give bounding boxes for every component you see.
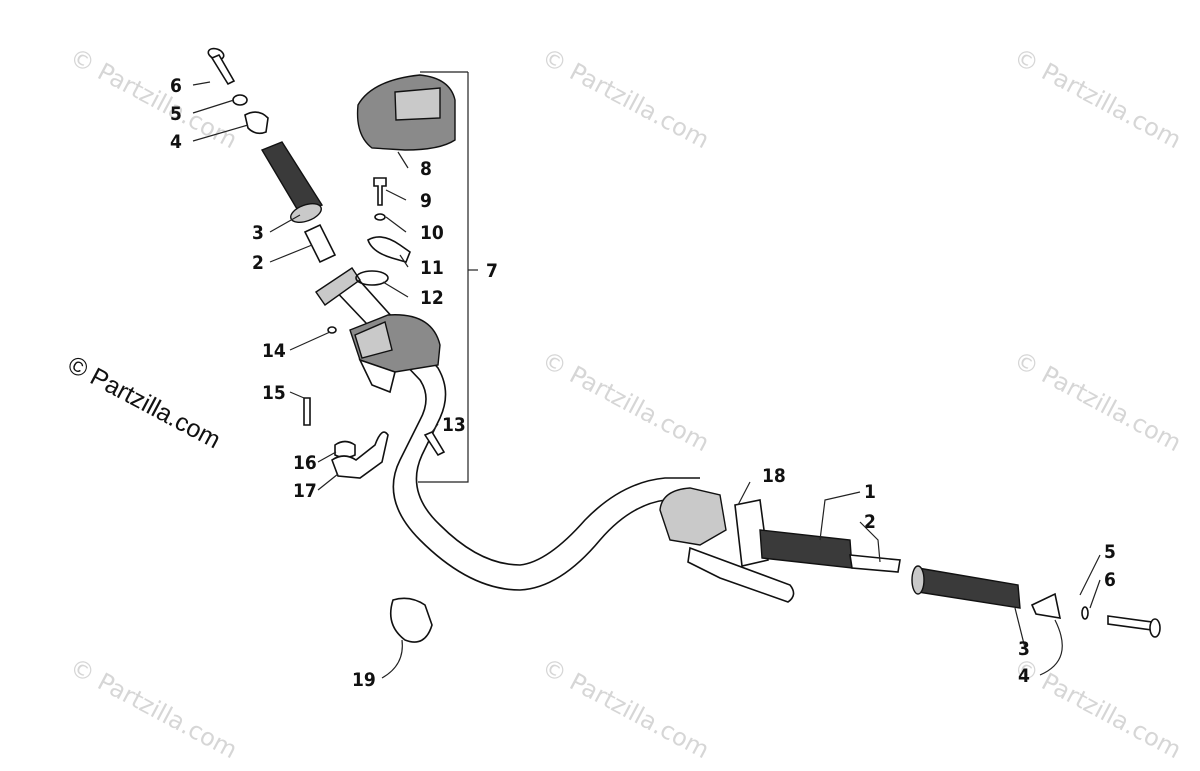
washer-10 bbox=[374, 213, 386, 221]
leader-lines bbox=[192, 71, 1101, 679]
throttle-housing-group bbox=[303, 74, 456, 479]
screw-15 bbox=[303, 397, 311, 426]
watermark: © Partzilla.com bbox=[1009, 653, 1186, 765]
clamp-16 bbox=[334, 440, 356, 459]
callout-19: 19 bbox=[352, 669, 376, 691]
washer-5-left bbox=[232, 94, 248, 106]
callout-13: 13 bbox=[442, 414, 466, 436]
throttle-sleeve-2-left bbox=[303, 223, 337, 264]
spring-12 bbox=[355, 270, 389, 286]
callout-1: 1 bbox=[864, 481, 876, 503]
washer-5-right bbox=[1081, 606, 1089, 620]
screw-14 bbox=[327, 326, 337, 334]
throttle-housing bbox=[349, 314, 441, 394]
callout-10: 10 bbox=[420, 222, 444, 244]
bolt-6-left bbox=[207, 47, 236, 86]
callout-3: 3 bbox=[252, 222, 264, 244]
callout-18: 18 bbox=[762, 465, 786, 487]
grip-3-right bbox=[911, 565, 1021, 609]
watermark: © Partzilla.com bbox=[65, 653, 242, 765]
sleeve-2-right bbox=[849, 554, 901, 573]
throttle-lever-11 bbox=[367, 236, 411, 263]
watermark: © Partzilla.com bbox=[1009, 346, 1186, 458]
callout-8: 8 bbox=[420, 158, 432, 180]
callout-16: 16 bbox=[293, 452, 317, 474]
callout-2-right: 2 bbox=[864, 511, 876, 533]
callout-12: 12 bbox=[420, 287, 444, 309]
callout-14: 14 bbox=[262, 340, 286, 362]
callout-9: 9 bbox=[420, 190, 432, 212]
end-cap-4-right bbox=[1030, 592, 1062, 619]
callout-5: 5 bbox=[170, 103, 182, 125]
watermark: © Partzilla.com bbox=[537, 653, 714, 765]
callout-3-right: 3 bbox=[1018, 638, 1030, 660]
grip-3-left bbox=[260, 141, 324, 223]
callout-4-right: 4 bbox=[1018, 665, 1030, 687]
watermark-main: © Partzilla.com bbox=[63, 351, 225, 455]
bolt-6-right bbox=[1107, 615, 1161, 638]
callout-4: 4 bbox=[170, 131, 182, 153]
clamp-bracket-17 bbox=[331, 431, 389, 479]
left-grip-assembly bbox=[207, 47, 337, 264]
end-cap-4-left bbox=[244, 111, 269, 135]
callout-labels: 6 5 4 3 2 8 9 10 11 12 7 14 15 13 16 17 … bbox=[170, 75, 1116, 691]
brake-lever-18 bbox=[659, 487, 795, 603]
bolt-9 bbox=[373, 177, 387, 206]
callout-6: 6 bbox=[170, 75, 182, 97]
watermark: © Partzilla.com bbox=[537, 43, 714, 155]
throttle-tube-1 bbox=[759, 529, 853, 569]
watermark: © Partzilla.com bbox=[1009, 43, 1186, 155]
callout-7: 7 bbox=[486, 260, 498, 282]
callout-2: 2 bbox=[252, 252, 264, 274]
cable-tie-19 bbox=[389, 597, 433, 643]
callout-17: 17 bbox=[293, 480, 317, 502]
screw-13 bbox=[423, 430, 446, 457]
callout-6-right: 6 bbox=[1104, 569, 1116, 591]
callout-15: 15 bbox=[262, 382, 286, 404]
callout-11: 11 bbox=[420, 257, 444, 279]
watermark: © Partzilla.com bbox=[537, 346, 714, 458]
handlebar bbox=[315, 267, 701, 591]
right-control-assembly bbox=[659, 487, 1161, 638]
callout-5-right: 5 bbox=[1104, 541, 1116, 563]
